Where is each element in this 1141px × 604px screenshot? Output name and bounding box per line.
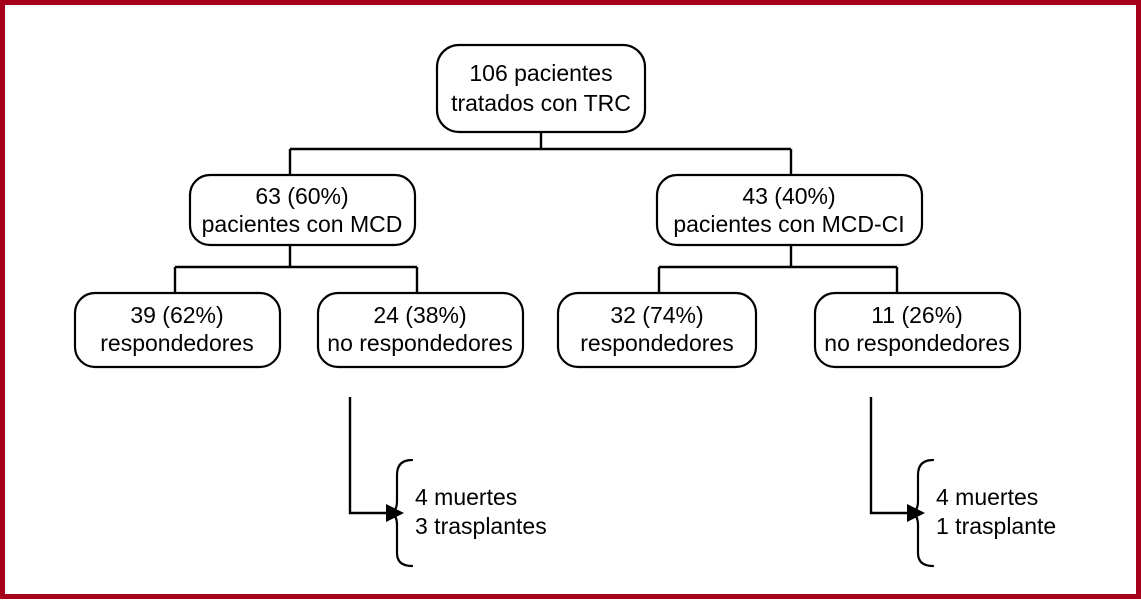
node-root[interactable]: 106 pacientes tratados con TRC [435,43,647,134]
node-root-line1: 106 pacientes [469,60,612,86]
node-mcd-ci-box[interactable] [655,173,924,247]
node-mcd-ci-respondedores-box[interactable] [556,291,758,369]
node-mcd-ci-respondedores[interactable]: 32 (74%) respondedores [556,291,758,369]
node-mcd-line2: pacientes con MCD [202,211,403,237]
node-mcd-line1: 63 (60%) [255,183,348,209]
node-mcd-respondedores-box[interactable] [73,291,282,369]
note-right-outcomes: 4 muertes 1 trasplante [936,484,1056,539]
note-left-line1: 4 muertes [415,484,517,510]
note-right-line2: 1 trasplante [936,513,1056,539]
node-mcd[interactable]: 63 (60%) pacientes con MCD [188,173,417,247]
node-root-line2: tratados con TRC [451,90,631,116]
curly-brace-right-icon [907,458,935,568]
connector-note-left-elbow [348,397,388,515]
node-mcd-ci-line1: 43 (40%) [742,183,835,209]
note-left-line2: 3 trasplantes [415,513,547,539]
node-mcd-ci-no-respondedores-line2: no respondedores [824,330,1009,356]
node-mcd-ci-respondedores-line2: respondedores [580,330,733,356]
node-mcd-ci-respondedores-line1: 32 (74%) [610,302,703,328]
node-mcd-ci-no-respondedores-box[interactable] [813,291,1022,369]
node-mcd-no-respondedores-box[interactable] [316,291,525,369]
arrow-head-left-icon [386,504,404,522]
connector-group [173,132,925,522]
node-mcd-ci-no-respondedores-line1: 11 (26%) [871,302,963,328]
flowchart-canvas: 106 pacientes tratados con TRC 63 (60%) … [73,43,1056,568]
note-right-line1: 4 muertes [936,484,1038,510]
node-mcd-ci-no-respondedores[interactable]: 11 (26%) no respondedores [813,291,1022,369]
arrow-head-right-icon [907,504,925,522]
node-mcd-respondedores-line2: respondedores [100,330,253,356]
curly-brace-left-icon [386,458,414,568]
node-mcd-no-respondedores[interactable]: 24 (38%) no respondedores [316,291,525,369]
node-mcd-ci[interactable]: 43 (40%) pacientes con MCD-CI [655,173,924,247]
node-mcd-no-respondedores-line2: no respondedores [327,330,512,356]
connector-note-right-elbow [869,397,909,515]
node-mcd-respondedores[interactable]: 39 (62%) respondedores [73,291,282,369]
node-mcd-box[interactable] [188,173,417,247]
node-mcd-no-respondedores-line1: 24 (38%) [373,302,466,328]
node-mcd-respondedores-line1: 39 (62%) [130,302,223,328]
node-root-box[interactable] [435,43,647,134]
note-left-outcomes: 4 muertes 3 trasplantes [415,484,547,539]
brace-group [386,458,935,568]
node-mcd-ci-line2: pacientes con MCD-CI [673,211,904,237]
